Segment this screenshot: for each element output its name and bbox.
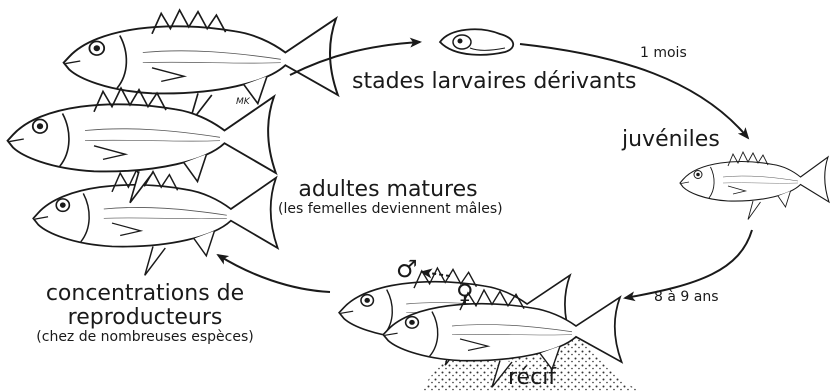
breeders-line-1: concentrations de <box>0 282 290 306</box>
adults-block: adultes matures (les femelles deviennent… <box>278 178 498 218</box>
adults-note: (les femelles deviennent mâles) <box>278 202 498 217</box>
breeders-block: concentrations de reproducteurs (chez de… <box>0 282 290 346</box>
adults-title: adultes matures <box>278 178 498 202</box>
larval-stage-label: stades larvaires dérivants <box>352 70 637 94</box>
breeder-fish-bottom <box>33 170 277 275</box>
breeders-line-2: reproducteurs <box>0 306 290 330</box>
larva-icon <box>440 29 513 54</box>
juvenile-fish <box>680 152 829 220</box>
arrow-juveniles-to-adults <box>625 230 752 298</box>
years-label: 8 à 9 ans <box>654 290 719 305</box>
juveniles-label: juvéniles <box>622 128 720 152</box>
breeders-note: (chez de nombreuses espèces) <box>0 330 290 345</box>
one-month-label: 1 mois <box>640 46 687 61</box>
artist-signature: MK <box>236 98 250 108</box>
male-symbol: ♂ <box>396 256 418 282</box>
reef-label: récif <box>508 366 556 390</box>
female-symbol: ♀ <box>456 280 474 306</box>
sex-change-arrow <box>422 272 450 276</box>
